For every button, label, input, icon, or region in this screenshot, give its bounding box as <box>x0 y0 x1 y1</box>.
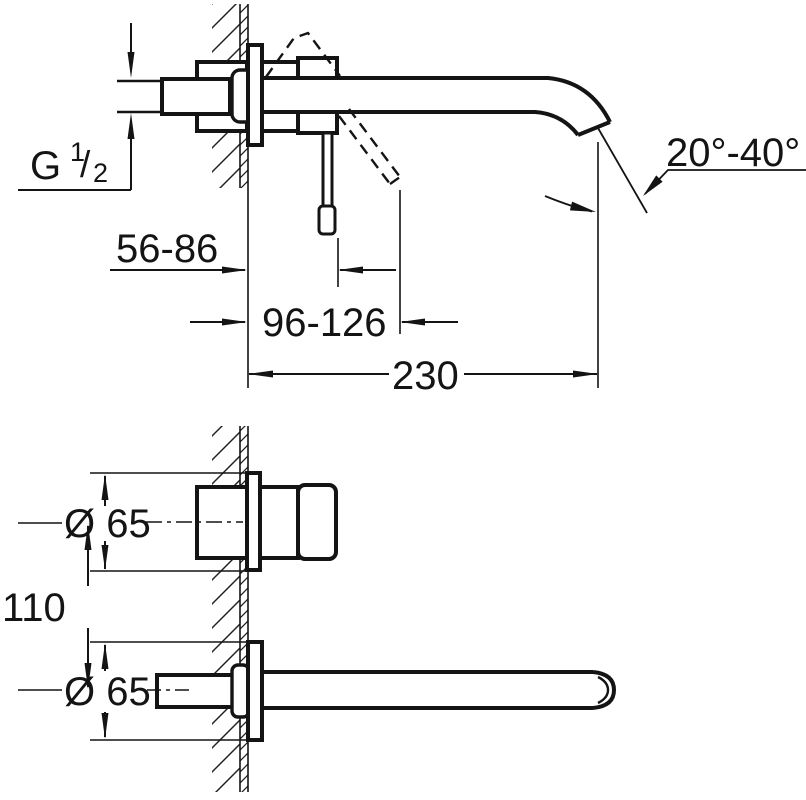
spout-supply-body <box>155 673 235 709</box>
lever-shaft <box>321 131 334 208</box>
spray-direction-line <box>597 127 648 214</box>
spray-angle-label: 20°-40° <box>666 131 800 175</box>
handle-diameter-label: Ø 65 <box>64 502 151 546</box>
arrowhead-left <box>248 370 273 378</box>
arrowhead-right <box>573 370 598 378</box>
arrowhead-left <box>400 318 425 326</box>
wall-hatch-coarse <box>212 426 240 792</box>
handle-assembly-plan <box>146 471 338 572</box>
union-connector <box>160 77 232 116</box>
depth-range-label: 56-86 <box>116 227 218 271</box>
spout-side <box>262 76 612 137</box>
dim-spout-diameter: Ø 65 <box>64 641 247 741</box>
arrowhead-right <box>222 318 247 326</box>
wall-rosette-side <box>246 43 264 147</box>
arrowhead-up <box>101 643 109 669</box>
dim-axis-distance: 110 <box>2 522 92 691</box>
wall-hatch-fine <box>240 426 248 792</box>
dim-spray-angle: 20°-40° <box>544 127 806 214</box>
thread-denominator: 2 <box>93 158 108 188</box>
arrowhead-down <box>101 713 109 739</box>
lever-reach-label: 96-126 <box>262 301 387 345</box>
thread-slash: / <box>80 144 91 185</box>
lever-raised-position-dashed <box>265 31 341 78</box>
thread-size-label: G 1 / 2 <box>30 137 108 188</box>
lever-handle <box>317 131 337 236</box>
spout-tip-cap <box>592 670 617 710</box>
supply-pipe <box>117 79 163 114</box>
dim-handle-diameter: Ø 65 <box>64 472 246 572</box>
dim-thread-size: G 1 / 2 <box>18 23 135 191</box>
wall-section-plan <box>212 426 249 792</box>
axis-distance-label: 110 <box>2 586 66 630</box>
thread-numerator: 1 <box>70 137 85 167</box>
arrowhead-down <box>127 52 135 78</box>
arrowhead-up <box>101 474 109 500</box>
spout-top-outline <box>262 76 612 123</box>
spout-tip-inner-arc <box>597 675 610 705</box>
thread-letter: G <box>30 144 61 188</box>
arrowhead-down <box>101 545 109 570</box>
spout-outlet-face <box>577 120 611 137</box>
spout-projection-label: 230 <box>392 354 459 398</box>
plan-view: Ø 65 Ø 65 110 <box>2 426 617 792</box>
arrowhead-left <box>338 266 363 274</box>
lever-open-position-dashed <box>338 108 401 185</box>
side-view: G 1 / 2 56-86 96-126 <box>18 4 806 398</box>
dim-depth-range: 56-86 <box>110 227 396 287</box>
spout-assembly-plan <box>147 640 617 742</box>
spout-rosette <box>246 640 264 742</box>
arrowhead-arc <box>569 201 596 212</box>
spout-bottom-outline <box>262 110 580 137</box>
dim-lever-reach: 96-126 <box>190 190 458 345</box>
lever-base <box>296 110 339 135</box>
cartridge-cap <box>296 56 339 80</box>
arrowhead-down <box>84 663 92 689</box>
arrowhead-up <box>127 113 135 139</box>
handle-sleeve <box>258 485 300 560</box>
lever-grip <box>317 204 337 236</box>
spout-diameter-label: Ø 65 <box>64 670 151 714</box>
dim-spout-projection: 230 <box>248 142 599 398</box>
handle-knob <box>296 483 338 561</box>
arrowhead-right <box>222 266 247 274</box>
arrowhead-up <box>84 524 92 550</box>
arrowhead-leader <box>643 175 663 196</box>
